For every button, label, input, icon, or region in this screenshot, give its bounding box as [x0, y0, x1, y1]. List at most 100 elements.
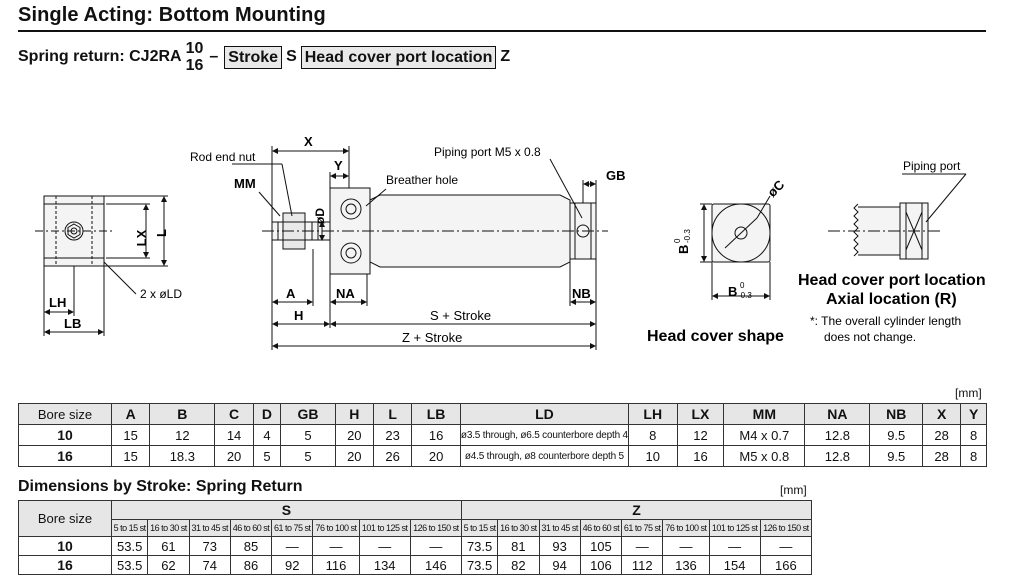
cell-s: 53.5: [110, 536, 149, 556]
cell-s: —: [312, 536, 360, 556]
breather-hole-label: Breather hole: [386, 173, 458, 187]
bore-option-10: 10: [185, 40, 204, 57]
cell-nb: 9.5: [869, 424, 923, 446]
stroke-header-z: Z: [460, 500, 813, 520]
header-b: B: [149, 403, 216, 425]
model-code-line: Spring return: CJ2RA 10 16 – Stroke S He…: [18, 40, 514, 74]
cell-s: 74: [188, 555, 231, 575]
port-location-box: Head cover port location: [300, 45, 497, 69]
header-lh: LH: [627, 403, 678, 425]
cell-z: 136: [662, 555, 710, 575]
cell-z: —: [708, 536, 761, 556]
cell-x: 28: [921, 424, 962, 446]
note-line-2: does not change.: [824, 330, 916, 344]
cell-s: 146: [409, 555, 462, 575]
cell-s: —: [409, 536, 462, 556]
s-stroke-label: S + Stroke: [430, 308, 491, 323]
cell-s: 134: [358, 555, 411, 575]
stroke-dimensions-table: Bore size S Z 5 to 15 st 16 to 30 st 31 …: [18, 500, 813, 575]
cell-z: 105: [579, 536, 623, 556]
cell-lh: 8: [627, 424, 678, 446]
header-x: X: [921, 403, 962, 425]
header-mm: MM: [723, 403, 806, 425]
lb-label: LB: [64, 316, 81, 331]
b-tol-top: 0: [740, 281, 745, 290]
cell-mm: M4 x 0.7: [723, 424, 806, 446]
z-range: 126 to 150 st: [759, 519, 813, 537]
s-range: 76 to 100 st: [312, 519, 360, 537]
s-range: 31 to 45 st: [188, 519, 231, 537]
s-range: 16 to 30 st: [147, 519, 190, 537]
two-ld-label: 2 x øLD: [140, 287, 182, 301]
z-range: 76 to 100 st: [662, 519, 710, 537]
cell-s: 86: [229, 555, 273, 575]
cell-z: 112: [621, 555, 664, 575]
gb-label: GB: [606, 168, 626, 183]
cell-na: 12.8: [804, 424, 871, 446]
cell-a: 15: [110, 445, 151, 467]
b-tol-bottom: -0.3: [738, 291, 752, 300]
technical-drawing: LX L LH LB 2 x øLD: [35, 134, 986, 350]
page-title: Single Acting: Bottom Mounting: [18, 4, 326, 26]
cell-z: —: [662, 536, 710, 556]
header-gb: GB: [280, 403, 336, 425]
table-row: 10 53.5 61 73 85 — — — — 73.5 81 93 105 …: [18, 536, 813, 556]
cell-z: —: [621, 536, 664, 556]
cell-mm: M5 x 0.8: [723, 445, 806, 467]
cell-s: 53.5: [110, 555, 149, 575]
piping-port-m5-label: Piping port M5 x 0.8: [434, 145, 541, 159]
z-range: 46 to 60 st: [579, 519, 623, 537]
z-range: 101 to 125 st: [708, 519, 761, 537]
cell-z: 166: [759, 555, 813, 575]
b-label: B: [728, 284, 737, 299]
lh-label: LH: [49, 295, 66, 310]
cell-y: 8: [960, 424, 987, 446]
cell-z: 73.5: [460, 555, 499, 575]
b-vertical-tol-top: 0: [673, 238, 682, 243]
x-label: X: [304, 134, 313, 149]
cell-l: 23: [372, 424, 413, 446]
dimensions-unit: [mm]: [955, 386, 982, 400]
cell-s: —: [271, 536, 314, 556]
z-letter: Z: [500, 48, 511, 65]
d-label: øD: [313, 208, 327, 224]
lx-label: LX: [134, 229, 149, 246]
cell-bore: 10: [18, 424, 112, 446]
main-view: [232, 146, 608, 350]
b-vertical-tol-bottom: -0.3: [683, 229, 692, 243]
bore-option-16: 16: [185, 57, 204, 74]
cell-bore: 16: [18, 555, 112, 575]
note-line-1: *: The overall cylinder length: [810, 314, 961, 328]
cell-z: 82: [497, 555, 540, 575]
cell-s: 92: [271, 555, 314, 575]
cell-b: 12: [149, 424, 216, 446]
b-vertical-label: B: [676, 245, 691, 254]
cell-b: 18.3: [149, 445, 216, 467]
cell-z: 81: [497, 536, 540, 556]
cell-s: 61: [147, 536, 190, 556]
cell-x: 28: [921, 445, 962, 467]
cell-s: 85: [229, 536, 273, 556]
header-na: NA: [804, 403, 871, 425]
s-range: 5 to 15 st: [110, 519, 149, 537]
stroke-header-s: S: [111, 500, 462, 520]
bore-options: 10 16: [186, 40, 204, 74]
s-letter: S: [286, 48, 297, 65]
header-lx: LX: [676, 403, 725, 425]
cell-s: 73: [188, 536, 231, 556]
cell-h: 20: [334, 445, 374, 467]
axial-port-view: [828, 173, 967, 260]
table-header-row: Bore size A B C D GB H L LB LD LH LX MM …: [18, 403, 987, 425]
stroke-table-title: Dimensions by Stroke: Spring Return: [18, 478, 303, 495]
rod-end-nut-label: Rod end nut: [190, 150, 256, 164]
cell-lh: 10: [627, 445, 678, 467]
cell-c: 20: [214, 445, 254, 467]
z-range: 61 to 75 st: [621, 519, 664, 537]
cell-s: 62: [147, 555, 190, 575]
header-a: A: [110, 403, 151, 425]
table-row: 10 15 12 14 4 5 20 23 16 ø3.5 through, ø…: [18, 424, 987, 446]
stroke-header-bore-size: Bore size: [18, 500, 112, 537]
header-nb: NB: [869, 403, 923, 425]
cell-l: 26: [372, 445, 413, 467]
cell-gb: 5: [280, 424, 336, 446]
